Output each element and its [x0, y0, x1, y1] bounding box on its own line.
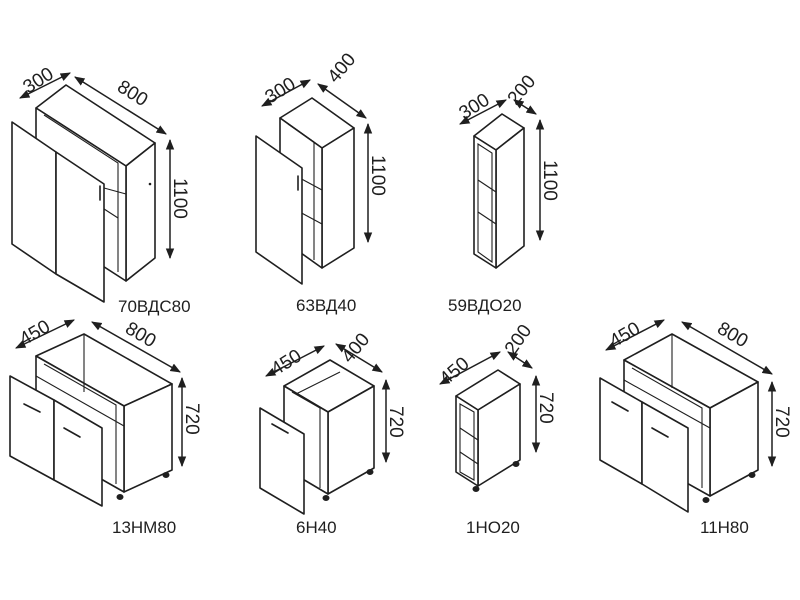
- module-70vds80: 300 800 1100 70ВДС80: [11, 64, 191, 316]
- dimension-lines: [265, 343, 391, 464]
- cabinet-drawing: [473, 113, 525, 269]
- module-code: 13НМ80: [112, 518, 176, 537]
- width-label: 800: [113, 76, 151, 111]
- dimension-lines: [605, 319, 777, 468]
- height-label: 1100: [539, 160, 560, 201]
- cabinet-drawing: [455, 369, 521, 492]
- module-6n40: 450 400 720 6Н40: [259, 329, 406, 537]
- module-1no20: 450 200 720 1НО20: [436, 321, 556, 537]
- depth-label: 300: [456, 90, 494, 125]
- module-code: 59ВДО20: [448, 296, 522, 315]
- dimension-lines: [459, 99, 545, 242]
- width-label: 800: [714, 318, 752, 352]
- cabinet-drawing: [599, 333, 759, 513]
- module-13nm80: 450 800 720 13НМ80: [9, 316, 202, 537]
- dimension-lines: [19, 72, 175, 260]
- height-label: 1100: [169, 178, 190, 219]
- dimension-lines: [15, 319, 187, 468]
- height-label: 720: [181, 403, 202, 435]
- depth-label: 450: [436, 353, 474, 389]
- width-label: 800: [122, 318, 160, 352]
- depth-label: 300: [20, 64, 58, 99]
- cabinet-drawing: [255, 97, 355, 285]
- height-label: 720: [385, 406, 406, 438]
- module-code: 63ВД40: [296, 296, 356, 315]
- height-label: 1100: [367, 155, 388, 196]
- module-code: 11Н80: [700, 518, 749, 537]
- width-label: 400: [338, 329, 374, 367]
- depth-label: 450: [268, 346, 306, 381]
- module-59vdo20: 300 200 1100 59ВДО20: [448, 71, 560, 315]
- module-11n80: 450 800 720 11Н80: [599, 318, 792, 537]
- cabinet-drawing: [9, 333, 173, 507]
- width-label: 400: [324, 49, 360, 87]
- width-label: 200: [504, 71, 540, 109]
- height-label: 720: [771, 406, 792, 438]
- dimension-lines: [261, 79, 373, 244]
- module-code: 6Н40: [296, 518, 337, 537]
- cabinet-drawing: [259, 359, 375, 515]
- module-63vd40: 300 400 1100 63ВД40: [255, 49, 388, 315]
- module-code: 70ВДС80: [118, 297, 191, 316]
- height-label: 720: [535, 392, 556, 424]
- module-code: 1НО20: [466, 518, 520, 537]
- dimension-lines: [439, 351, 541, 454]
- width-label: 200: [501, 321, 536, 359]
- cabinet-drawing: [11, 84, 156, 303]
